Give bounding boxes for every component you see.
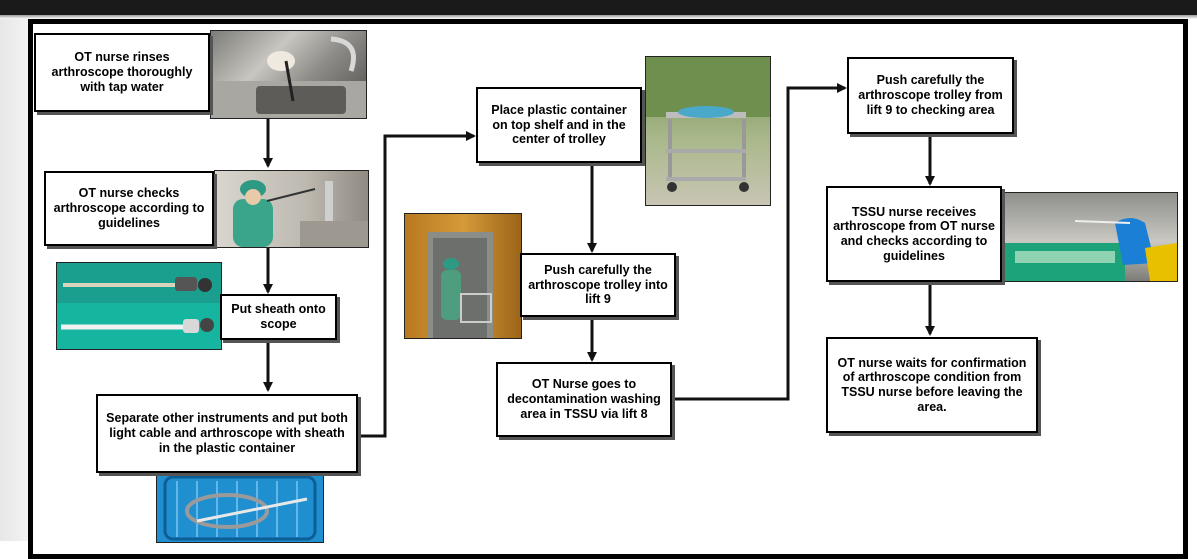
step-waits-text: OT nurse waits for confirmation of arthr…: [837, 355, 1027, 414]
step-rinse: OT nurse rinses arthroscope thoroughly w…: [34, 33, 210, 112]
photo-tssu-checking: [1004, 192, 1178, 282]
step-push-checking-text: Push carefully the arthroscope trolley f…: [858, 73, 1003, 117]
step-place-text: Place plastic container on top shelf and…: [491, 102, 627, 147]
photo-lift: [404, 213, 522, 339]
step-tssu-receives-text: TSSU nurse receives arthroscope from OT …: [833, 204, 995, 263]
photo-sink-rinse: [210, 30, 367, 119]
step-waits: OT nurse waits for confirmation of arthr…: [826, 337, 1038, 433]
left-margin: [0, 19, 30, 541]
photo-nurse-checking: [214, 170, 369, 248]
step-place: Place plastic container on top shelf and…: [476, 87, 642, 163]
flow-arrows: [263, 83, 935, 438]
step-check: OT nurse checks arthroscope according to…: [44, 171, 214, 246]
step-sheath-text: Put sheath onto scope: [231, 302, 326, 331]
photo-plastic-basket: [156, 468, 324, 543]
step-tssu-receives: TSSU nurse receives arthroscope from OT …: [826, 186, 1002, 282]
step-goes: OT Nurse goes to decontamination washing…: [496, 362, 672, 437]
arrow-separate-to-place: [358, 131, 476, 438]
top-bar-shadow: [0, 15, 1197, 19]
step-push-lift9: Push carefully the arthroscope trolley i…: [520, 253, 676, 317]
step-rinse-text: OT nurse rinses arthroscope thoroughly w…: [51, 50, 193, 94]
arrow-goes-to-push-checking: [672, 83, 847, 401]
step-check-text: OT nurse checks arthroscope according to…: [53, 186, 205, 230]
step-goes-text: OT Nurse goes to decontamination washing…: [507, 377, 661, 421]
step-separate-text: Separate other instruments and put both …: [106, 411, 348, 455]
step-push-checking: Push carefully the arthroscope trolley f…: [847, 57, 1014, 134]
step-sheath: Put sheath onto scope: [220, 294, 337, 340]
photo-scope-sheath: [56, 262, 222, 350]
top-bar: [0, 0, 1197, 15]
step-push-lift9-text: Push carefully the arthroscope trolley i…: [528, 262, 668, 307]
photo-trolley: [645, 56, 771, 206]
step-separate: Separate other instruments and put both …: [96, 394, 358, 473]
